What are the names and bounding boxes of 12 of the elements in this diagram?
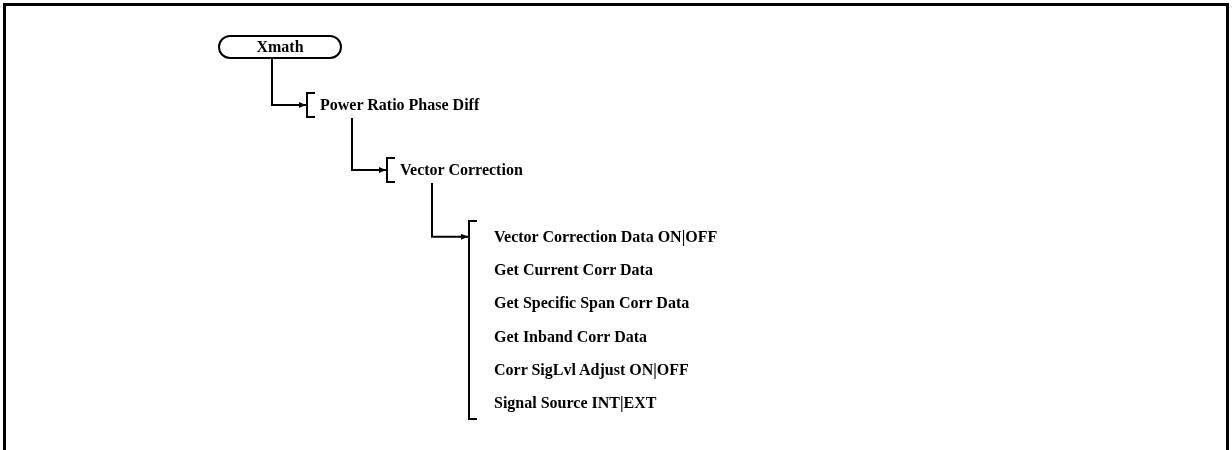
menu-item: Vector Correction Data ON|OFF [494,226,718,248]
menu-item: Get Current Corr Data [494,259,653,280]
menu-item: Signal Source INT|EXT [494,393,657,414]
rounded-terminal: Xmath [218,35,342,59]
connector-arrow [351,117,387,173]
menu-item: Power Ratio Phase Diff [320,95,480,115]
menu-item: Vector Correction [400,160,523,180]
connector-arrow [431,182,469,240]
menu-item: Get Inband Corr Data [494,326,648,347]
menu-item: Get Specific Span Corr Data [494,293,690,314]
connector-arrow [271,58,307,108]
menu-item: Corr SigLvl Adjust ON|OFF [494,359,689,381]
